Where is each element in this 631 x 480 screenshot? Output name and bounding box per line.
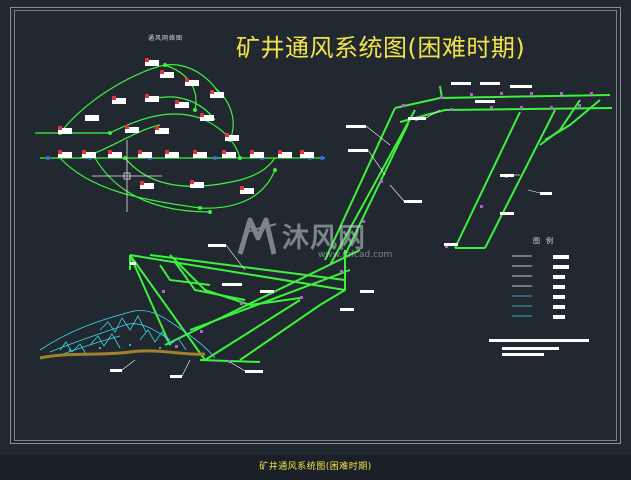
drawing-caption: 矿井通风系统图(困难时期) xyxy=(259,462,372,472)
airway-labels xyxy=(110,82,552,378)
terrain-contours xyxy=(39,310,216,359)
ventilation-diagram xyxy=(35,58,613,378)
terrain-surface xyxy=(39,349,206,360)
legend-water-symbols xyxy=(512,295,532,317)
watermark-url: www.mfcad.com xyxy=(318,250,393,260)
ventilation-network xyxy=(35,64,325,213)
main-airways xyxy=(129,85,613,363)
label-leaders xyxy=(121,109,541,377)
drawing-canvas[interactable] xyxy=(0,0,631,455)
drawing-frame-outer xyxy=(10,7,621,444)
caption-bar xyxy=(0,455,631,480)
terrain-dots xyxy=(69,344,161,351)
watermark: 沐风网 www.mfcad.com xyxy=(234,214,404,264)
network-diagram-title: 通风网络图 xyxy=(148,35,184,42)
watermark-logo-icon xyxy=(237,217,277,255)
watermark-text: 沐风网 xyxy=(282,223,366,254)
network-labels xyxy=(58,58,314,194)
legend-descriptions xyxy=(553,255,569,319)
drawing-title: 矿井通风系统图(困难时期) xyxy=(236,34,526,62)
drawing-frame-inner xyxy=(14,10,617,441)
legend-notes xyxy=(489,339,589,356)
legend-title: 图例 xyxy=(533,237,559,245)
legend-symbols xyxy=(512,255,532,287)
crosshair-cursor-icon xyxy=(92,140,162,212)
